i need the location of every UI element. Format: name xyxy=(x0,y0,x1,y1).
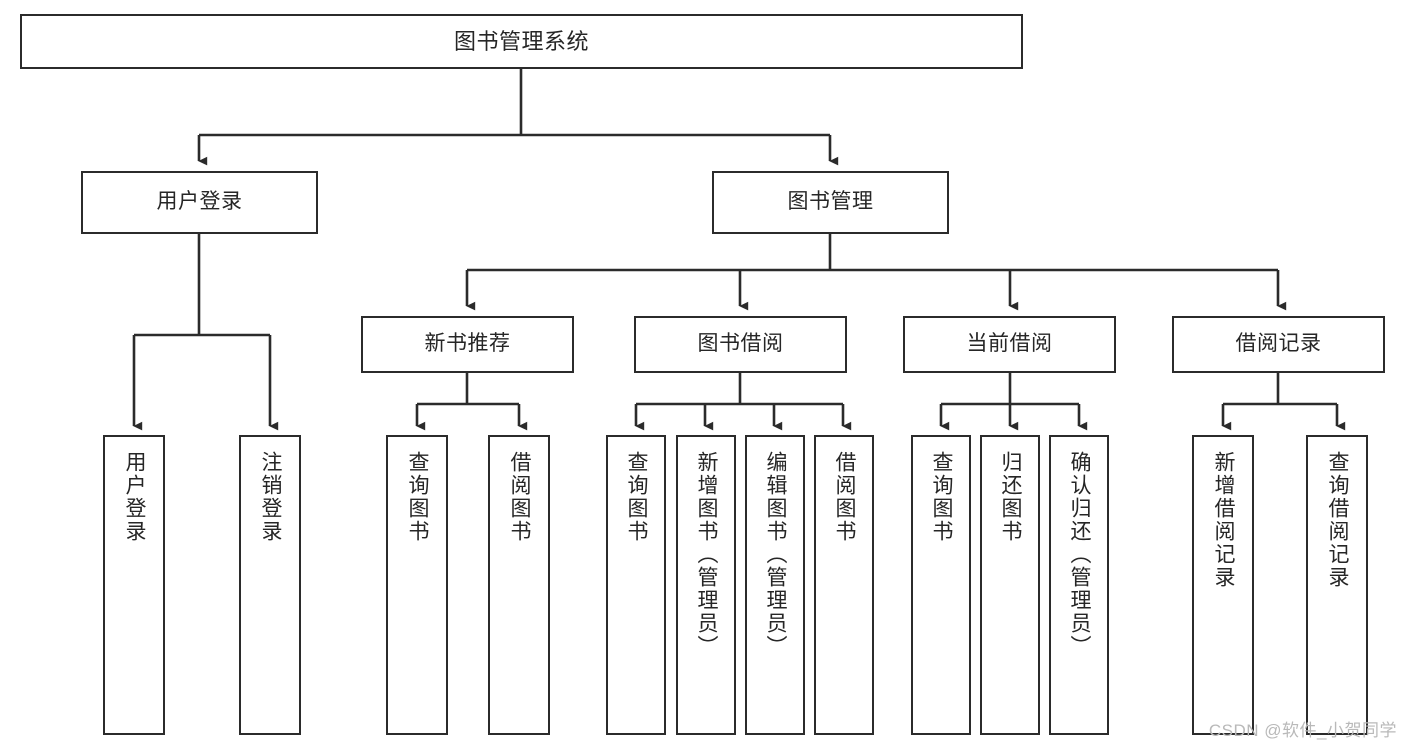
node-label: 查询借阅记录 xyxy=(1326,451,1350,589)
leaf-confirm-return-admin[interactable]: 确认归还（管理员） xyxy=(1049,435,1109,735)
node-label: 借阅图书 xyxy=(833,451,857,543)
node-borrow-record[interactable]: 借阅记录 xyxy=(1172,316,1385,373)
leaf-borrow-book-new[interactable]: 借阅图书 xyxy=(488,435,550,735)
node-root-book-management-system[interactable]: 图书管理系统 xyxy=(20,14,1023,69)
leaf-query-borrow-record[interactable]: 查询借阅记录 xyxy=(1306,435,1368,735)
node-label: 用户登录 xyxy=(123,451,147,543)
leaf-edit-book-admin[interactable]: 编辑图书（管理员） xyxy=(745,435,805,735)
node-label: 图书借阅 xyxy=(697,332,784,356)
node-label: 查询图书 xyxy=(406,451,430,543)
watermark: CSDN @软件_小贺同学 xyxy=(1208,721,1397,740)
node-label: 新书推荐 xyxy=(424,332,511,356)
node-label: 图书管理 xyxy=(787,190,874,214)
node-label: 当前借阅 xyxy=(966,332,1053,356)
leaf-query-book-borrow[interactable]: 查询图书 xyxy=(606,435,666,735)
leaf-query-book-current[interactable]: 查询图书 xyxy=(911,435,971,735)
node-label: 归还图书 xyxy=(999,451,1023,543)
node-current-borrow[interactable]: 当前借阅 xyxy=(903,316,1116,373)
leaf-borrow-book[interactable]: 借阅图书 xyxy=(814,435,874,735)
node-book-management[interactable]: 图书管理 xyxy=(712,171,949,234)
node-label: 新增借阅记录 xyxy=(1212,451,1236,589)
leaf-query-book-new[interactable]: 查询图书 xyxy=(386,435,448,735)
leaf-add-borrow-record[interactable]: 新增借阅记录 xyxy=(1192,435,1254,735)
node-label: 图书管理系统 xyxy=(453,28,589,54)
node-label: 确认归还（管理员） xyxy=(1068,451,1092,658)
leaf-user-login[interactable]: 用户登录 xyxy=(103,435,165,735)
leaf-return-book[interactable]: 归还图书 xyxy=(980,435,1040,735)
node-label: 查询图书 xyxy=(930,451,954,543)
node-label: 借阅记录 xyxy=(1235,332,1322,356)
node-label: 新增图书（管理员） xyxy=(695,451,719,658)
node-label: 注销登录 xyxy=(259,451,283,543)
node-book-borrow[interactable]: 图书借阅 xyxy=(634,316,847,373)
node-new-book-recommend[interactable]: 新书推荐 xyxy=(361,316,574,373)
leaf-add-book-admin[interactable]: 新增图书（管理员） xyxy=(676,435,736,735)
node-label: 编辑图书（管理员） xyxy=(764,451,788,658)
node-user-login[interactable]: 用户登录 xyxy=(81,171,318,234)
node-label: 查询图书 xyxy=(625,451,649,543)
node-label: 借阅图书 xyxy=(508,451,532,543)
leaf-logout[interactable]: 注销登录 xyxy=(239,435,301,735)
node-label: 用户登录 xyxy=(156,190,243,214)
